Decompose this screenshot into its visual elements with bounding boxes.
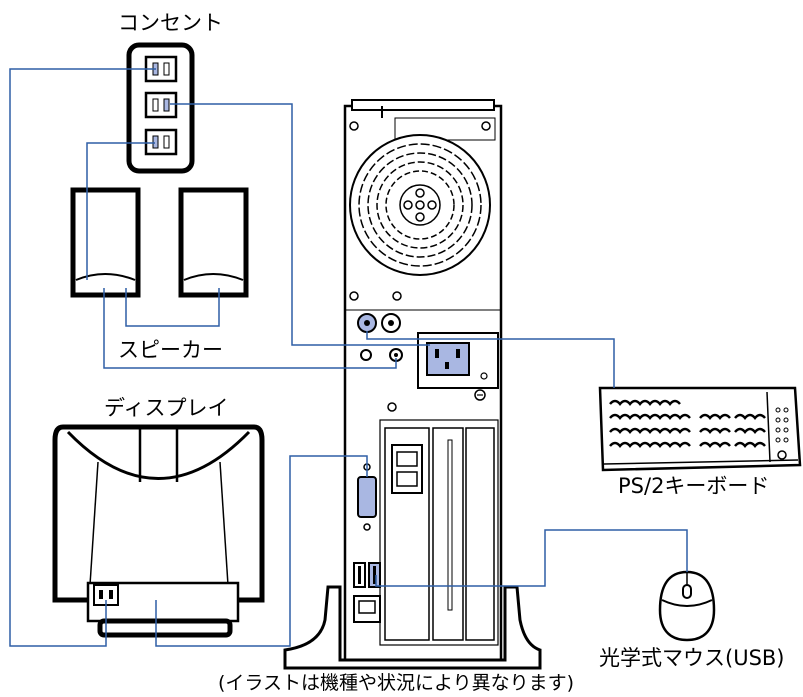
- cooling-fan-grille: [349, 134, 491, 276]
- outlet-socket-3: [144, 128, 178, 156]
- tower-stand: [283, 585, 542, 670]
- outlet-socket-2: [144, 91, 178, 119]
- expansion-slots: [379, 419, 499, 646]
- outlet-label: コンセント: [118, 11, 223, 35]
- speaker-right: [178, 187, 249, 298]
- keyboard-label: PS/2キーボード: [618, 474, 770, 498]
- pc-tower: [283, 99, 542, 670]
- speaker-link-cable: [125, 288, 220, 327]
- pc-power-cable: [170, 103, 430, 346]
- speaker-left: [70, 187, 141, 298]
- display-power-inlet: [93, 584, 119, 606]
- mouse-label: 光学式マウス(USB): [599, 646, 785, 670]
- cables: [9, 68, 688, 647]
- ps2-keyboard: [598, 386, 802, 472]
- display-power-cable: [9, 68, 156, 647]
- usb-port-1: [353, 562, 366, 588]
- vga-port: [357, 463, 377, 531]
- lan-port: [353, 595, 381, 623]
- ps2-port-keyboard: [357, 313, 377, 333]
- speaker-power-cable: [86, 142, 155, 280]
- usb-port-2: [368, 562, 381, 588]
- speaker-label: スピーカー: [118, 338, 223, 362]
- mouse-usb-cable: [375, 529, 688, 587]
- speaker-audio-cable: [103, 288, 397, 369]
- caption: (イラストは機種や状況により異なります): [218, 672, 575, 694]
- psu-power-inlet: [417, 332, 499, 389]
- power-outlet-strip: [126, 42, 195, 174]
- ps2-port-mouse: [381, 313, 401, 333]
- audio-jack-1: [360, 349, 372, 361]
- optical-mouse: [658, 570, 716, 642]
- display-label: ディスプレイ: [104, 396, 229, 420]
- keyboard-cable: [366, 331, 615, 388]
- display-signal-cable: [155, 455, 368, 647]
- display-monitor: [52, 424, 265, 638]
